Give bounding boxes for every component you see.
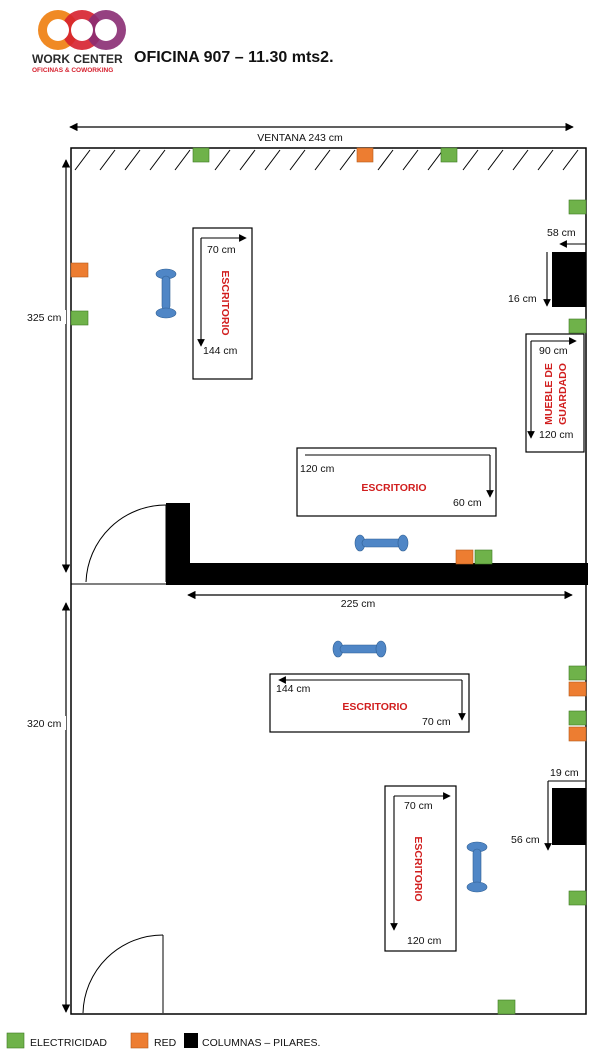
chair-4: [466, 841, 488, 893]
chair-1: [155, 268, 177, 319]
desk-4-label: ESCRITORIO: [412, 836, 424, 901]
desk-3-depth-label: 70 cm: [422, 716, 451, 728]
storage-cabinet: 90 cm 120 cm MUEBLE DE GUARDADO: [525, 333, 585, 453]
ventana-label: VENTANA 243 cm: [257, 132, 343, 144]
partition-width-label: 225 cm: [341, 598, 376, 610]
window-hatching: [74, 149, 579, 171]
desk-4-length-label: 120 cm: [407, 935, 442, 947]
legend: ELECTRICIDAD RED COLUMNAS – PILARES.: [6, 1032, 320, 1049]
door-top: [85, 504, 167, 583]
desk-1-length-label: 144 cm: [203, 345, 238, 357]
desk-2-label: ESCRITORIO: [361, 482, 426, 494]
cabinet-label-line2: GUARDADO: [557, 363, 569, 425]
column-top-depth-label: 16 cm: [508, 293, 537, 305]
legend-red-swatch: [130, 1032, 149, 1049]
legend-columnas-label: COLUMNAS – PILARES.: [202, 1037, 320, 1049]
legend-columnas-swatch: [184, 1033, 198, 1048]
column-bottom-depth-label: 56 cm: [511, 834, 540, 846]
cabinet-length-label: 120 cm: [539, 429, 574, 441]
logo: WORK CENTER OFICINAS & COWORKING: [32, 10, 126, 74]
column-top: 58 cm 16 cm: [508, 227, 586, 307]
desk-2-depth-label: 60 cm: [453, 497, 482, 509]
electricidad-outlets: [70, 147, 587, 1015]
desk-4: 70 cm 120 cm ESCRITORIO: [384, 785, 457, 952]
desk-1-width-label: 70 cm: [207, 244, 236, 256]
cabinet-label-line1: MUEBLE DE: [543, 363, 555, 425]
logo-subtext: OFICINAS & COWORKING: [32, 67, 113, 74]
desk-2-width-label: 120 cm: [300, 463, 335, 475]
desk-4-width-label: 70 cm: [404, 800, 433, 812]
bottom-height-label: 320 cm: [27, 718, 62, 730]
chair-2: [354, 534, 409, 552]
desk-1-label: ESCRITORIO: [219, 270, 231, 335]
chair-3: [332, 640, 387, 658]
door-bottom: [82, 934, 164, 1014]
top-height-label: 325 cm: [27, 312, 62, 324]
partition-wall: [166, 563, 588, 585]
desk-2: 120 cm 60 cm ESCRITORIO: [296, 447, 497, 517]
desk-1: 70 cm 144 cm ESCRITORIO: [192, 227, 253, 380]
legend-electricidad-swatch: [6, 1032, 25, 1049]
legend-electricidad-label: ELECTRICIDAD: [30, 1037, 107, 1049]
column-top-width-label: 58 cm: [547, 227, 576, 239]
column-bottom: 19 cm 56 cm: [511, 767, 586, 851]
cabinet-width-label: 90 cm: [539, 345, 568, 357]
column-bottom-width-label: 19 cm: [550, 767, 579, 779]
red-outlets: [70, 147, 587, 742]
desk-3-label: ESCRITORIO: [342, 701, 407, 713]
legend-red-label: RED: [154, 1037, 177, 1049]
logo-text: WORK CENTER: [32, 52, 123, 66]
page-title: OFICINA 907 – 11.30 mts2.: [134, 49, 334, 66]
desk-3: 144 cm 70 cm ESCRITORIO: [269, 673, 470, 733]
desk-3-width-label: 144 cm: [276, 683, 311, 695]
